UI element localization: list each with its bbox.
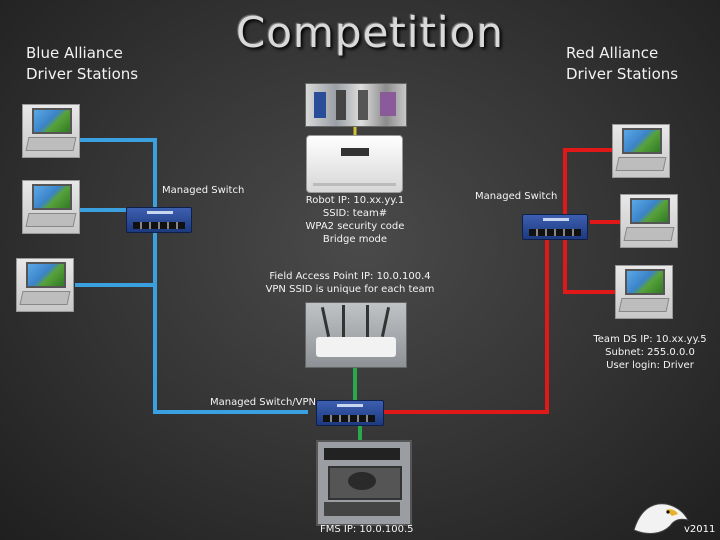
fms-label: FMS IP: 10.0.100.5 [320,524,414,535]
robot-info: Robot IP: 10.xx.yy.1 SSID: team# WPA2 se… [305,195,405,245]
field-access-point-image [305,302,407,368]
blue-driver-station-2 [22,180,80,234]
blue-link-laptop-3 [75,230,157,287]
red-link-laptop-1 [563,148,615,218]
access-point-info: Field Access Point IP: 10.0.100.4 VPN SS… [265,271,435,295]
blue-driver-station-3 [16,258,74,312]
vpn-switch-label: Managed Switch/VPN [210,397,317,408]
red-alliance-label: Red Alliance Driver Stations [566,44,679,83]
red-link-to-fms-switch [378,238,549,414]
red-driver-station-3 [615,265,673,319]
robot-bridge-image [306,135,403,193]
blue-driver-station-1 [22,104,80,158]
left-managed-switch [126,207,192,233]
red-link-laptop-3 [563,238,615,294]
red-driver-station-2 [620,194,678,248]
blue-alliance-label: Blue Alliance Driver Stations [26,44,139,83]
eagle-logo-icon [633,503,689,534]
fms-rack-image [316,440,412,526]
robot-controller-image [305,83,407,127]
version-label: v2011 [684,524,716,535]
right-switch-label: Managed Switch [475,191,558,202]
blue-link-laptop-1 [75,138,157,208]
right-managed-switch [522,214,588,240]
left-switch-label: Managed Switch [162,185,245,196]
vpn-managed-switch [316,400,384,426]
red-driver-station-1 [612,124,670,178]
team-ds-info: Team DS IP: 10.xx.yy.5 Subnet: 255.0.0.0… [593,334,707,371]
slide-title: Competition [236,8,505,57]
blue-link-to-fms-switch [153,228,308,414]
